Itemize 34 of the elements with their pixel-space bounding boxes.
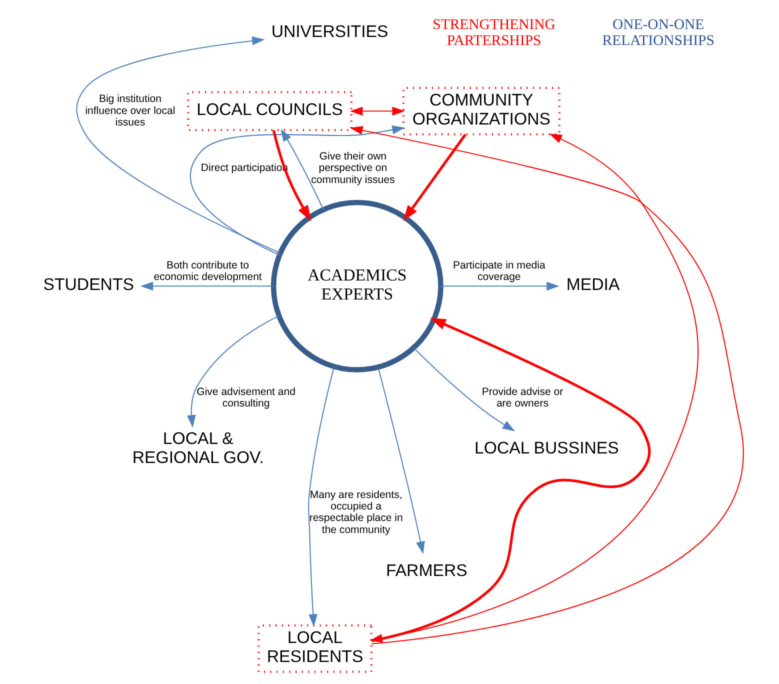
node-text: UNIVERSITIES (271, 22, 388, 41)
node-text: STUDENTS (43, 274, 134, 294)
edge-label: Give their own perspective on community issues (311, 150, 395, 186)
arrow (190, 124, 405, 256)
node-box: LOCAL RESIDENTS (258, 624, 372, 672)
arrow (440, 281, 560, 290)
arrow (308, 366, 335, 626)
arrow (187, 314, 280, 428)
arrow (280, 128, 324, 210)
label: ONE-ON-ONE RELATIONSHIPS (602, 16, 714, 49)
arrow (413, 346, 516, 431)
node-text: LOCAL & REGIONAL GOV. (132, 428, 264, 467)
arrow (371, 318, 651, 642)
node-text: MEDIA (566, 274, 620, 294)
arrow (370, 133, 699, 642)
edge-label: Many are residents, occupied a respectable place in the community (309, 488, 403, 536)
arrow (140, 281, 274, 290)
edge-label: Participate in media coverage (452, 258, 546, 282)
node-text: LOCAL BUSSINES (474, 438, 619, 458)
label: STRENGTHENING PARTERSHIPS (432, 16, 556, 49)
arrow (350, 125, 744, 644)
node-text: FARMERS (386, 560, 468, 580)
edge-label: Both contribute to economic development (154, 258, 262, 282)
node-box: COMMUNITY ORGANIZATIONS (402, 86, 560, 135)
arrow (378, 366, 425, 554)
arrow (272, 129, 312, 221)
edge-label: Big institution influence over local issues (85, 92, 176, 128)
node-box: LOCAL COUNCILS (187, 90, 352, 131)
edge-label: Give advisement and consulting (196, 385, 296, 409)
arrow (403, 133, 466, 221)
arrow (76, 36, 281, 254)
edge-label: Provide advise or are owners (482, 385, 564, 409)
node-circle: ACADEMICS EXPERTS (270, 199, 444, 372)
arrow (350, 106, 405, 116)
